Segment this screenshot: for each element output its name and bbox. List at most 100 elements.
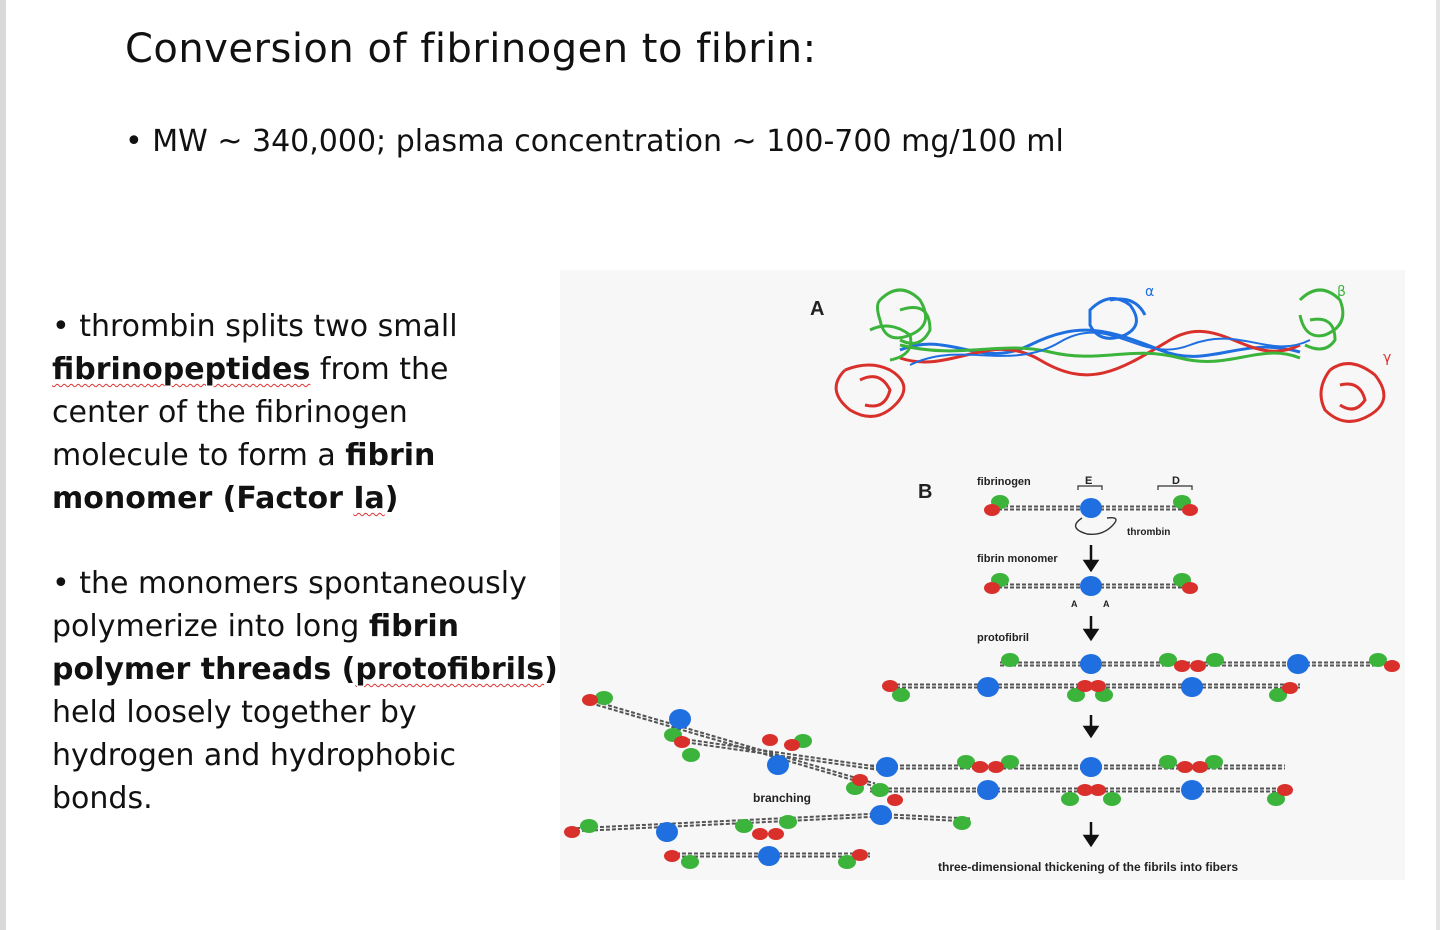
d-domain-gamma (1182, 504, 1198, 516)
slide-title: Conversion of fibrinogen to fibrin: (125, 26, 817, 72)
para1-line3: center of the fibrinogen (52, 395, 408, 430)
e-domain (758, 846, 780, 866)
d-domain-beta (838, 855, 856, 869)
e-domain (1181, 677, 1203, 697)
para2-line2: polymerize into long fibrin (52, 605, 459, 648)
para1-line2-rest: from the (310, 352, 449, 387)
d-domain-beta (735, 819, 753, 833)
e-domain (1080, 757, 1102, 777)
e-domain (1080, 576, 1102, 596)
d-domain-gamma (784, 739, 800, 751)
protofibril-label: protofibril (977, 632, 1029, 644)
bullet-molecular-weight: • MW ~ 340,000; plasma concentration ~ 1… (125, 124, 1064, 159)
para1-line4: molecule to form a fibrin (52, 434, 435, 477)
d-domain-beta (1267, 792, 1285, 806)
d-domain-beta (779, 815, 797, 829)
d-domain-gamma (1384, 660, 1400, 672)
e-domain (870, 805, 892, 825)
para1-line4-text: molecule to form a (52, 438, 346, 473)
para2-line1: • the monomers spontaneously (52, 566, 527, 601)
branching-label: branching (753, 791, 811, 805)
gamma-chain-label: γ (1383, 350, 1391, 366)
d-domain-gamma (1090, 680, 1106, 692)
d-domain-beta (681, 855, 699, 869)
d-domain-gamma (564, 826, 580, 838)
d-domain-beta (953, 816, 971, 830)
panel-a-label: A (810, 298, 824, 320)
thrombin-label: thrombin (1127, 527, 1170, 538)
panel-b-label: B (918, 481, 932, 503)
e-domain (656, 822, 678, 842)
para2-line3-close: ) (544, 652, 558, 687)
domain-brackets (1077, 485, 1193, 490)
fibrin-domains (564, 495, 1400, 869)
d-domain-beta (1067, 688, 1085, 702)
process-arrows (1082, 545, 1100, 848)
right-frame-border (1436, 0, 1440, 930)
e-domain (977, 780, 999, 800)
para2-line3: polymer threads (protofibrils) (52, 648, 558, 691)
d-domain-gamma (1177, 761, 1193, 773)
d-domain-beta (580, 819, 598, 833)
e-domain (767, 755, 789, 775)
term-protofibrils: protofibrils (355, 652, 545, 687)
domain-d-label: D (1172, 475, 1180, 487)
d-domain-gamma (984, 504, 1000, 516)
term-ia: Ia (353, 481, 385, 516)
site-a-right-label: A (1103, 599, 1110, 609)
d-domain-beta (1205, 755, 1223, 769)
fibrin-strand (569, 812, 881, 830)
d-domain-beta (892, 688, 910, 702)
fibrin-polymerization-figure: A α β γ B fibrinogen E D thrombin fibrin… (560, 270, 1405, 880)
d-domain-gamma (1277, 784, 1293, 796)
e-domain (1080, 498, 1102, 518)
alpha-chain-label: α (1145, 284, 1154, 300)
para1-line2: fibrinopeptides from the (52, 348, 448, 391)
term-monomer: monomer (Factor (52, 481, 354, 516)
domain-e-label: E (1085, 475, 1092, 487)
d-domain-beta (682, 748, 700, 762)
term-fibrin: fibrin (345, 438, 436, 473)
d-domain-beta (1369, 653, 1387, 667)
fibrinogen-label: fibrinogen (977, 476, 1031, 488)
para2-line6: bonds. (52, 781, 153, 816)
d-domain-beta (1061, 792, 1079, 806)
d-domain-beta (1001, 755, 1019, 769)
d-domain-beta (1206, 653, 1224, 667)
d-domain-gamma (762, 734, 778, 746)
term-polymer-threads: polymer threads ( (52, 652, 356, 687)
d-domain-beta (595, 691, 613, 705)
d-domain-gamma (582, 694, 598, 706)
d-domain-gamma (984, 582, 1000, 594)
d-domain-beta (1159, 653, 1177, 667)
fibrin-strand (584, 697, 876, 785)
d-domain-gamma (1077, 680, 1093, 692)
fibrin-strand (869, 812, 971, 820)
d-domain-gamma (1190, 660, 1206, 672)
para2-line2-text: polymerize into long (52, 609, 369, 644)
d-domain-gamma (1282, 682, 1298, 694)
fibrin-strand (869, 815, 971, 823)
d-domain-gamma (1077, 784, 1093, 796)
d-domain-gamma (852, 849, 868, 861)
fibrin-strand (584, 700, 876, 788)
d-domain-gamma (664, 850, 680, 862)
d-domain-gamma (852, 774, 868, 786)
e-domain (1181, 780, 1203, 800)
e-domain (669, 709, 691, 729)
d-domain-beta (957, 755, 975, 769)
fibrin-strand (679, 740, 891, 773)
beta-chain-label: β (1337, 284, 1346, 300)
fibrin-strand (569, 815, 881, 833)
d-domain-gamma (768, 828, 784, 840)
e-domain (1080, 654, 1102, 674)
para1-line5-close: ) (384, 481, 399, 516)
d-domain-gamma (1174, 660, 1190, 672)
figure-background (560, 270, 1405, 880)
e-domain (977, 677, 999, 697)
d-domain-beta (871, 783, 889, 797)
d-domain-beta (1103, 792, 1121, 806)
d-domain-gamma (1192, 761, 1208, 773)
d-domain-gamma (752, 828, 768, 840)
para1-line1: • thrombin splits two small (52, 309, 458, 344)
